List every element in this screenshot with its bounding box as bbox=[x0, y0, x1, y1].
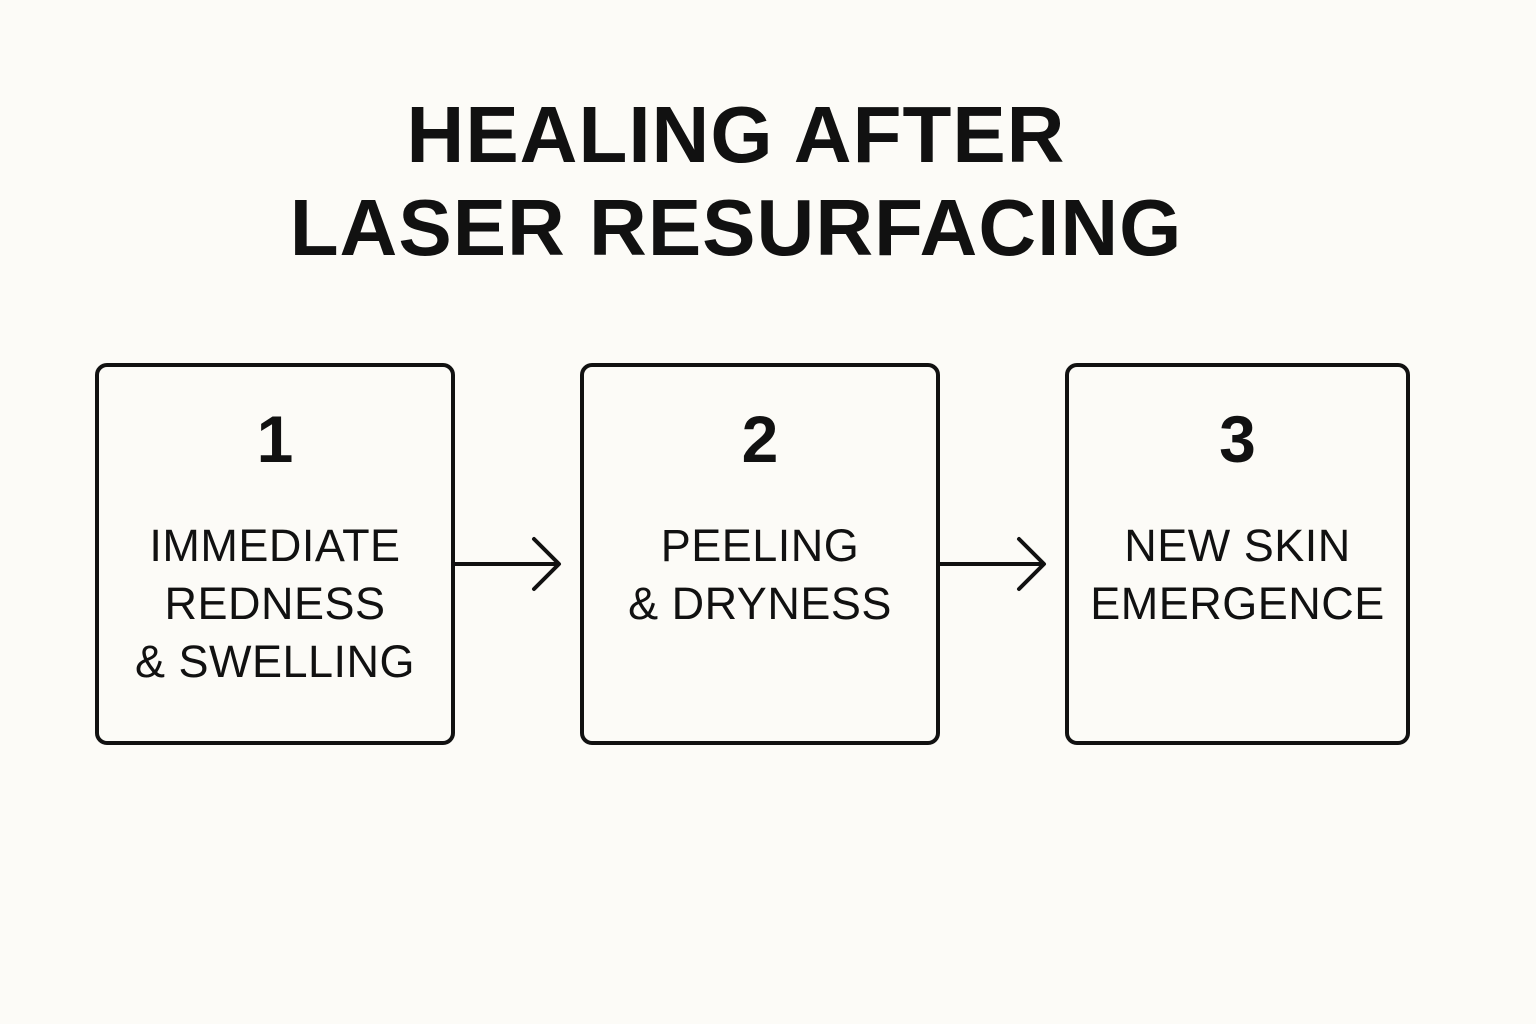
diagram-title: HEALING AFTER LASER RESURFACING bbox=[0, 88, 1472, 274]
arrow-2-head bbox=[1017, 537, 1046, 591]
step-number-1: 1 bbox=[256, 402, 294, 476]
arrow-1-svg bbox=[453, 537, 561, 591]
arrow-1-head bbox=[532, 537, 561, 591]
step-label-1: IMMEDIATE REDNESS & SWELLING bbox=[99, 517, 451, 691]
arrow-right-icon bbox=[453, 534, 565, 594]
step-1-label-line-1: IMMEDIATE bbox=[149, 520, 401, 571]
arrow-2-svg bbox=[938, 537, 1046, 591]
step-number-3: 3 bbox=[1219, 402, 1256, 476]
step-3-label-line-2: EMERGENCE bbox=[1090, 578, 1385, 629]
step-3-label-line-1: NEW SKIN bbox=[1124, 520, 1351, 571]
arrow-right-icon bbox=[938, 534, 1050, 594]
title-line-1: HEALING AFTER bbox=[406, 90, 1066, 179]
step-box-1: 1 IMMEDIATE REDNESS & SWELLING bbox=[95, 363, 455, 745]
step-label-3: NEW SKIN EMERGENCE bbox=[1069, 517, 1406, 633]
step-2-label-line-1: PEELING bbox=[660, 520, 860, 571]
step-1-label-line-2: REDNESS bbox=[164, 578, 386, 629]
step-number-2: 2 bbox=[741, 402, 779, 476]
step-2-label-line-2: & DRYNESS bbox=[628, 578, 892, 629]
step-box-2: 2 PEELING & DRYNESS bbox=[580, 363, 940, 745]
step-label-2: PEELING & DRYNESS bbox=[584, 517, 936, 633]
step-box-3: 3 NEW SKIN EMERGENCE bbox=[1065, 363, 1410, 745]
title-line-2: LASER RESURFACING bbox=[289, 183, 1183, 272]
step-1-label-line-3: & SWELLING bbox=[134, 636, 416, 687]
